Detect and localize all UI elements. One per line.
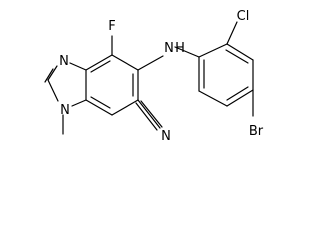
- imidazole-n-bottom-label: N: [60, 103, 70, 118]
- amine-n-label: N: [164, 41, 174, 56]
- fluorine-label: F: [108, 19, 115, 34]
- molecule-svg: F N H Cl Br N N N: [44, 9, 264, 144]
- nitrile-n-label: N: [161, 129, 171, 144]
- amine-h-label: H: [175, 41, 185, 56]
- nh-aryl-bond: [174, 46, 200, 58]
- nitrile-group: [135, 99, 163, 131]
- c-cl-bond: [226, 21, 238, 45]
- aryl-ring: [198, 43, 254, 107]
- imidazole-ring: [44, 62, 87, 107]
- c-nh-bond: [137, 55, 164, 71]
- chlorine-label: Cl: [237, 9, 250, 24]
- imidazole-n-top-label: N: [59, 54, 69, 69]
- bromine-label: Br: [249, 124, 264, 139]
- benzo-ring: [85, 54, 139, 116]
- structure-diagram: F N H Cl Br N N N: [44, 9, 264, 144]
